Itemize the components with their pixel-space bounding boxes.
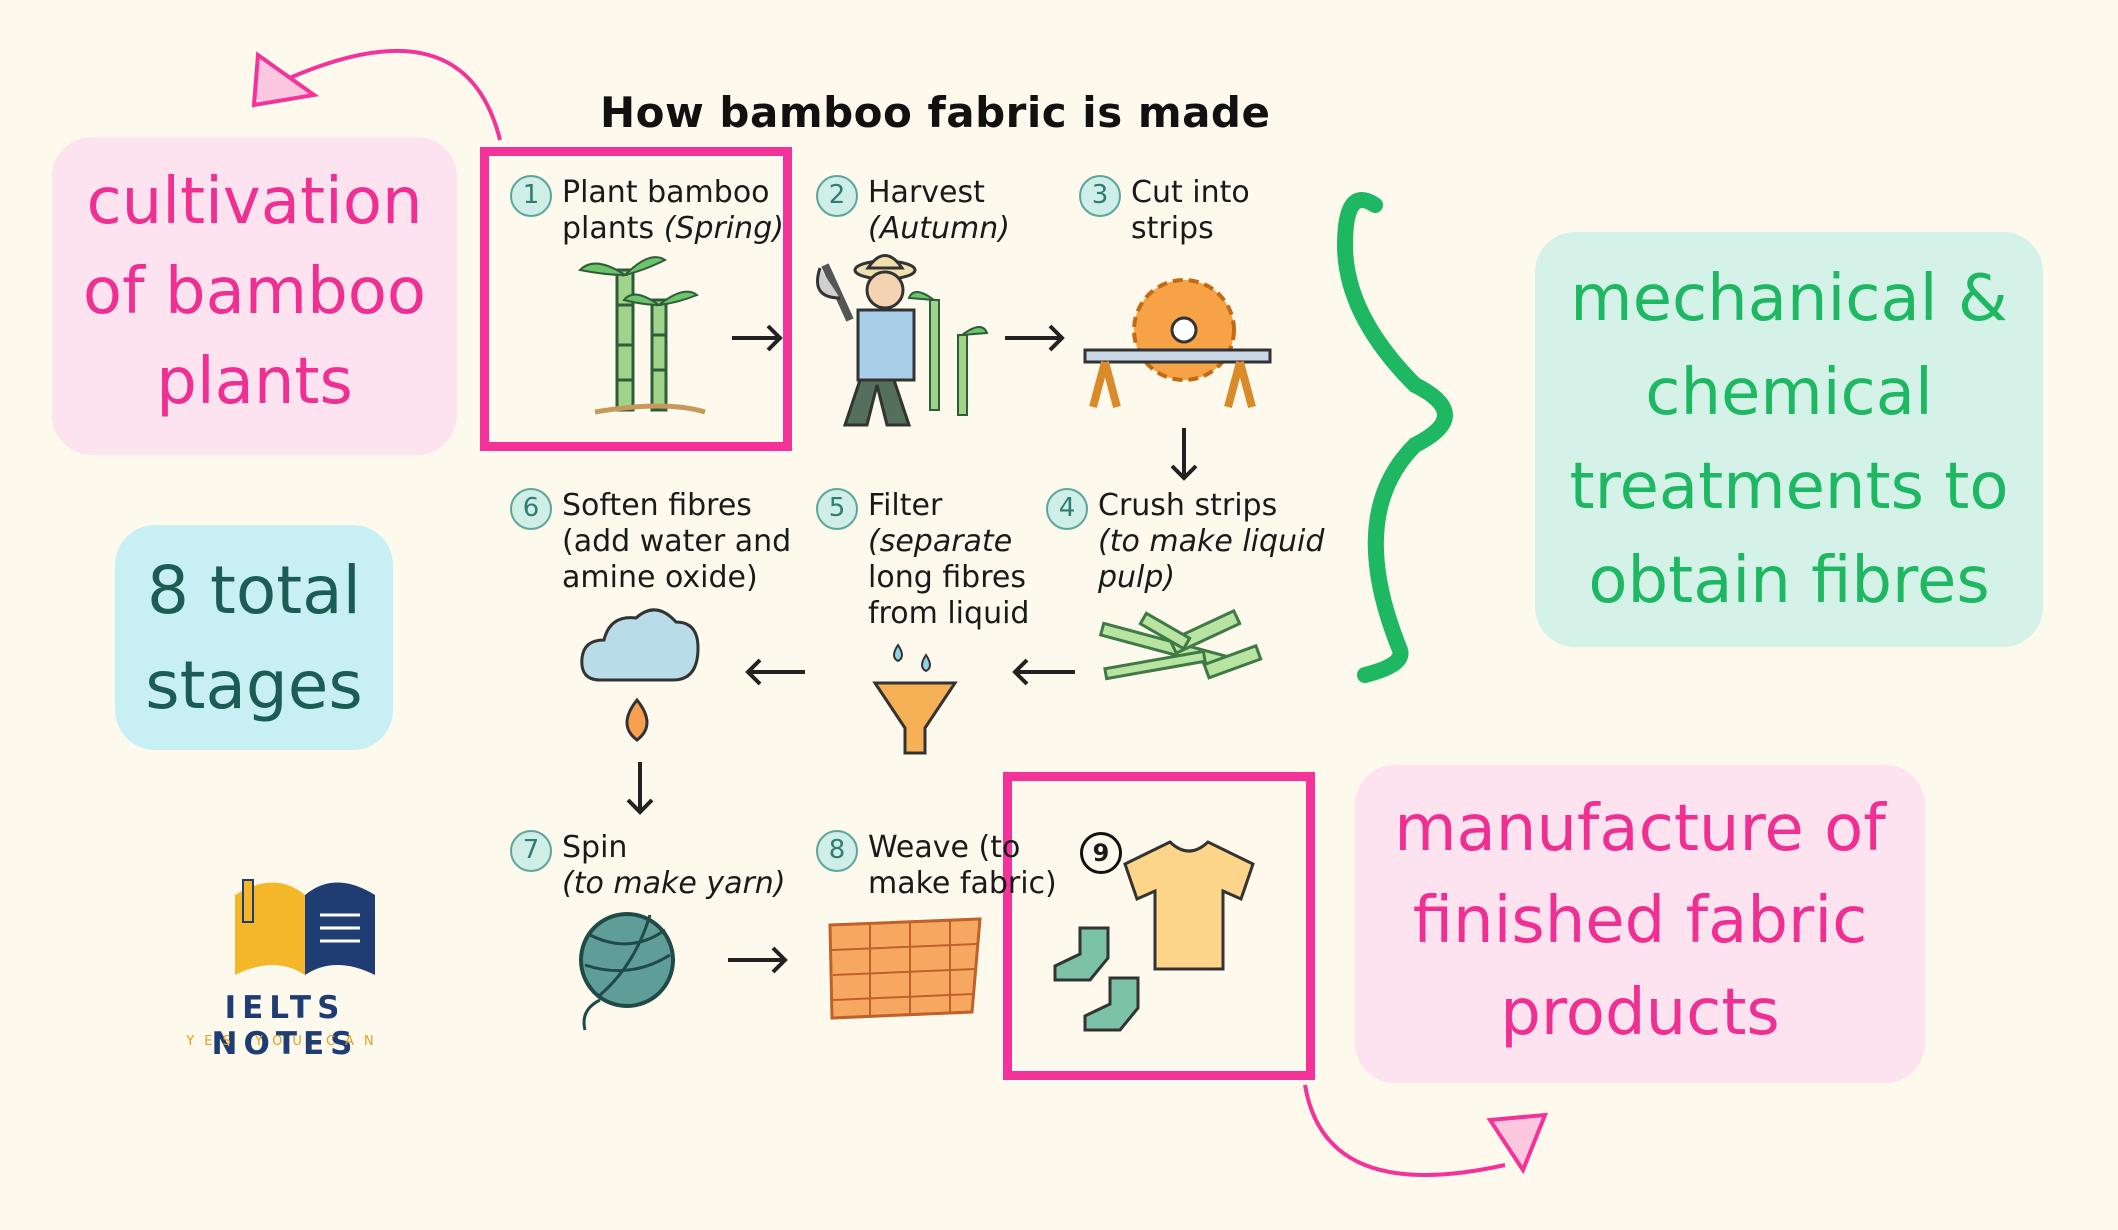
step-sub: (add water and [562, 524, 792, 559]
highlight-frame-stage-1 [480, 147, 792, 451]
annotation-line: products [1500, 976, 1780, 1050]
step-7: 7 Spin(to make yarn) [510, 830, 786, 902]
annotation-mechanical-chemical: mechanical & chemical treatments to obta… [1535, 232, 2043, 647]
step-sub-2: long fibres [868, 560, 1026, 595]
curved-arrow-icon [1303, 1084, 1549, 1177]
yarn-ball-icon [579, 912, 675, 1031]
step-sub: (to make liquid [1098, 524, 1325, 559]
annotation-cultivation: cultivation of bamboo plants [52, 137, 457, 455]
annotation-line: manufacture of [1394, 792, 1886, 866]
annotation-line: of bamboo [82, 255, 427, 329]
step-number: 7 [510, 830, 552, 872]
tshirt-socks-icon [1053, 840, 1255, 1032]
crushed-strips-icon [1098, 608, 1263, 681]
arrow-right-icon [732, 324, 783, 352]
saw-blade-icon [1083, 278, 1272, 409]
step-number: 5 [816, 488, 858, 530]
step-number: 1 [510, 175, 552, 217]
annotation-total-stages: 8 total stages [115, 525, 393, 750]
ielts-logo-book-icon [235, 879, 375, 975]
step-label: Cut into [1131, 175, 1250, 210]
step-label: Weave (to [868, 830, 1021, 865]
step-sub: plants [562, 211, 664, 246]
annotation-line: chemical [1645, 356, 1933, 430]
step-label: Soften fibres [562, 488, 752, 523]
cloud-drop-icon [580, 608, 700, 742]
annotation-line: obtain fibres [1588, 544, 1990, 618]
annotation-line: finished fabric [1412, 884, 1868, 958]
step-9-number: 9 [1080, 832, 1122, 874]
step-label: Filter [868, 488, 943, 523]
farmer-harvest-icon [816, 254, 989, 427]
arrow-down-icon [626, 762, 654, 815]
woven-fabric-icon [828, 917, 982, 1020]
step-sub: make fabric) [868, 866, 1057, 901]
annotation-line: plants [156, 345, 353, 419]
step-sub-2: amine oxide) [562, 560, 758, 595]
step-sub: (separate [868, 524, 1013, 559]
step-label: Plant bamboo [562, 175, 770, 210]
step-sub-3: from liquid [868, 596, 1030, 631]
annotation-line: treatments to [1569, 450, 2009, 524]
logo-name: IELTS NOTES [211, 990, 359, 1062]
curly-brace-icon [1336, 192, 1453, 683]
step-number: 4 [1046, 488, 1088, 530]
curved-arrow-icon [251, 49, 502, 141]
step-number: 6 [510, 488, 552, 530]
step-season: (Autumn) [868, 211, 1010, 246]
step-label: Crush strips [1098, 488, 1278, 523]
annotation-manufacture: manufacture of finished fabric products [1355, 765, 1925, 1083]
arrow-left-icon [745, 658, 805, 686]
step-sub: strips [1131, 211, 1214, 246]
step-2: 2 Harvest(Autumn) [816, 175, 1010, 247]
arrow-left-icon [1012, 658, 1075, 686]
annotation-line: cultivation [86, 165, 423, 239]
step-number: 3 [1079, 175, 1121, 217]
step-number: 2 [816, 175, 858, 217]
arrow-right-icon [728, 946, 788, 974]
step-season: (Spring) [663, 211, 784, 246]
step-label: Spin [562, 830, 628, 865]
annotation-line: mechanical & [1570, 262, 2008, 336]
step-sub-2: pulp) [1098, 560, 1176, 595]
step-sub: (to make yarn) [562, 866, 786, 901]
filter-funnel-icon [872, 643, 958, 755]
arrow-down-icon [1170, 428, 1198, 481]
annotation-line: stages [145, 647, 363, 724]
bamboo-plants-icon [577, 256, 706, 415]
step-label: Harvest [868, 175, 985, 210]
annotation-line: 8 total [147, 552, 361, 629]
highlight-frame-stage-9 [1003, 772, 1315, 1080]
diagram-title: How bamboo fabric is made [600, 88, 1271, 137]
logo-tagline: YES YOU CAN [186, 1034, 384, 1049]
step-number: 8 [816, 830, 858, 872]
arrow-right-icon [1005, 324, 1065, 352]
